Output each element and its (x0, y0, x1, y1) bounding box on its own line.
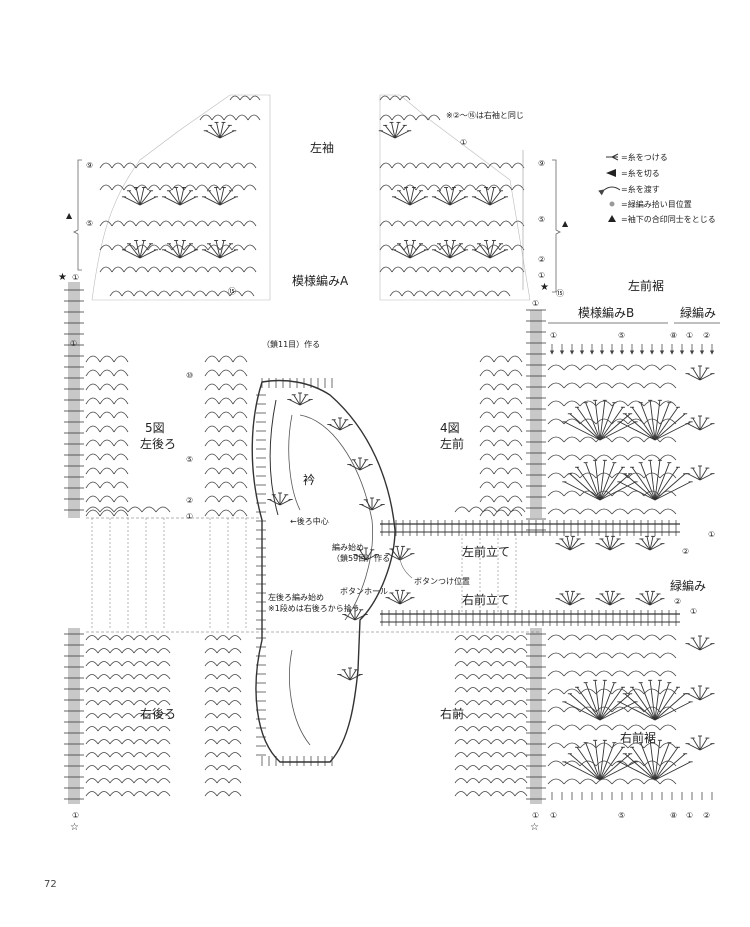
right-hem-title: 右前裾 (620, 730, 656, 745)
left-hem-mark-1-end: ① (708, 530, 715, 539)
collar-start-chain: （鎖59目）作る (332, 553, 390, 563)
sleeve-row-mark-1-right: ① (538, 271, 545, 280)
collar-start-label: 編み始め (332, 542, 364, 552)
sleeve-row-mark-5-left: ⑤ (86, 219, 93, 228)
right-hem-edging: 緑編み (670, 578, 706, 593)
right-side-band-upper (530, 310, 542, 518)
left-hem-mark-1: ① (550, 331, 557, 340)
svg-text:=糸をつける: =糸をつける (621, 152, 668, 162)
lower-body-stitches (85, 635, 528, 797)
row-mark-1-bottom-right: ① (532, 811, 539, 820)
right-hem-mark-2: ② (674, 597, 681, 606)
left-hem-mark-5: ⑤ (618, 331, 625, 340)
collar-stitches (256, 378, 415, 766)
sleeve-note: ※②〜⑯は右袖と同じ (446, 110, 524, 120)
back-left-name: 左後ろ (140, 436, 176, 451)
right-hem-mark-1: ① (690, 607, 697, 616)
sleeve-triangle-icon-right: ▲ (562, 219, 569, 228)
sleeve-row-mark-15-left: ⑮ (228, 287, 236, 296)
legend-pickup-position: =緑編み拾い目位置 (609, 199, 692, 209)
legend-cut-yarn: =糸を切る (606, 168, 660, 178)
legend-seam-marks: =袖下の合印同士をとじる (608, 214, 716, 224)
row-mark-10: ⑩ (186, 371, 193, 380)
sleeve-row-mark-2-right: ② (538, 255, 545, 264)
svg-text:=糸を切る: =糸を切る (621, 168, 660, 178)
sleeve-pattern-label: 模様編みA (292, 273, 349, 288)
legend-attach-yarn: =糸をつける (606, 152, 668, 162)
star-open-right: ☆ (530, 822, 539, 833)
row-mark-1-band: ① (70, 339, 77, 348)
front-left-name: 左前 (440, 436, 464, 451)
right-hem-mark-8: ⑧ (670, 811, 677, 820)
sleeve-row-mark-1-top: ① (460, 138, 467, 147)
right-hem-mark-1-bottom: ① (550, 811, 557, 820)
button-position-label: ボタンつけ位置 (414, 576, 470, 586)
row-mark-1-right-top: ① (532, 299, 539, 308)
svg-text:=糸を渡す: =糸を渡す (621, 184, 660, 194)
sleeve-row-mark-9-left: ⑨ (86, 161, 93, 170)
back-center-label: ←後ろ中心 (290, 516, 329, 526)
row-mark-1-bottom-left: ① (72, 811, 79, 820)
left-hem-mark-1b: ① (686, 331, 693, 340)
svg-text:=緑編み拾い目位置: =緑編み拾い目位置 (621, 199, 692, 209)
sleeve-row-mark-15-right: ⑮ (556, 289, 564, 298)
sleeve-title: 左袖 (310, 140, 334, 155)
left-hem-mark-8: ⑧ (670, 331, 677, 340)
row-mark-2-back: ② (186, 496, 193, 505)
row-mark-1-left: ① (72, 273, 79, 282)
front-left-fig-number: 4図 (440, 421, 460, 435)
right-front-hem-chart: 緑編み 右前裾 ② ① ① ⑤ ⑧ ① ② (547, 578, 715, 820)
button-hole-label: ボタンホール (340, 587, 388, 596)
left-hem-title: 左前裾 (628, 278, 664, 293)
body-chart: ★ ① ★ ① ① 5図 左後ろ 4図 左前 ⑩ ⑤ ② ① 右後ろ 右前 左後… (58, 272, 549, 833)
placket-left: 左前立て ボタンつけ位置 (380, 520, 680, 586)
pickup-guide-lines (86, 517, 540, 633)
collar-chain-note: （鎖11目）作る (262, 339, 320, 349)
sleeve-triangle-icon: ▲ (66, 211, 73, 220)
left-side-band-lower (68, 628, 80, 804)
side-band-ticks (64, 289, 546, 800)
page-number: 72 (44, 879, 57, 890)
legend-carry-yarn: =糸を渡す (598, 184, 660, 196)
left-front-hem-chart: 左前裾 模様編みB 緑編み ① ⑤ ⑧ ① ② ① ② (547, 278, 720, 556)
right-hem-mark-1b: ① (686, 811, 693, 820)
row-mark-5-back: ⑤ (186, 455, 193, 464)
collar-chart: 衿 （鎖11目）作る ←後ろ中心 編み始め （鎖59目）作る (251, 339, 415, 766)
right-side-band-lower (530, 628, 542, 804)
upper-body-stitches (85, 355, 526, 517)
star-filled-right: ★ (540, 282, 549, 293)
svg-text:=袖下の合印同士をとじる: =袖下の合印同士をとじる (621, 214, 716, 224)
back-left-fig-number: 5図 (145, 421, 165, 435)
legend: =糸をつける =糸を切る =糸を渡す =緑編み拾い目位置 =袖下の合印同士をとじ… (598, 152, 716, 224)
right-placket-label: 右前立て (462, 592, 510, 607)
sleeve-stitch-rows (99, 95, 525, 297)
row-mark-1-back: ① (186, 512, 193, 521)
left-hem-mark-2: ② (703, 331, 710, 340)
left-hem-edging: 緑編み (680, 305, 716, 320)
front-right-name: 右前 (440, 706, 464, 721)
star-open-left: ☆ (70, 822, 79, 833)
right-hem-mark-2b: ② (703, 811, 710, 820)
collar-name: 衿 (303, 472, 315, 487)
sleeve-row-mark-5-right: ⑤ (538, 215, 545, 224)
back-right-start-note: ※1段めは右後ろから拾う (268, 603, 360, 613)
star-filled-left: ★ (58, 272, 67, 283)
right-hem-mark-5: ⑤ (618, 811, 625, 820)
left-placket-label: 左前立て (462, 544, 510, 559)
placket-right: 右前立て ボタンホール (340, 587, 680, 626)
left-hem-mark-2-end: ② (682, 547, 689, 556)
back-right-start-label: 左後ろ編み始め (268, 592, 324, 602)
sleeve-row-mark-9-right: ⑨ (538, 159, 545, 168)
back-right-name: 右後ろ (140, 706, 176, 721)
sleeve-chart: 左袖 模様編みA ※②〜⑯は右袖と同じ ⑨ ⑤ ⑮ ▲ ① ⑨ ⑤ ② ① ⑮ … (66, 94, 569, 301)
left-hem-pattern: 模様編みB (578, 305, 634, 320)
